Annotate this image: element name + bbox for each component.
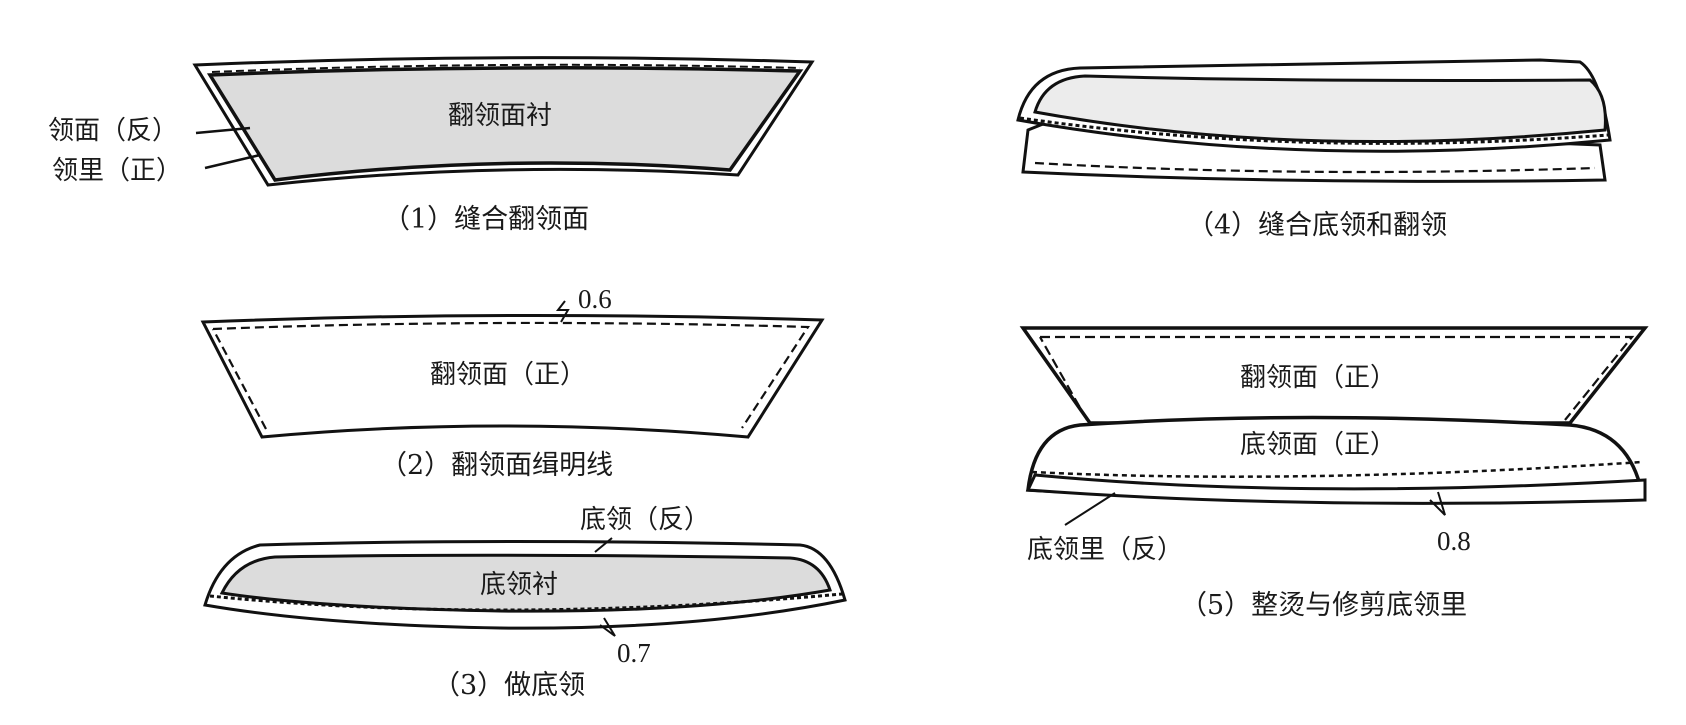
panel-5-stand-stitch [1031,460,1643,478]
panel-5-measure-leader [1429,491,1446,516]
panel-5-under-stand [1025,473,1647,505]
panel-2-center-label: 翻领面（正） [430,360,587,390]
panel-3-callout-line [594,537,613,553]
panel-1-callout-2: 领里（正） [52,156,183,186]
panel-3-stitch-line [209,592,843,612]
panel-2-topstitch [212,321,810,430]
panel-5-callout: 底领里（反） [1027,535,1184,565]
panel-4-drawing [1016,58,1612,183]
panel-5-measure: 0.8 [1437,526,1471,556]
panel-5-center-label: 底领面（正） [1240,430,1397,460]
panel-3-caption: （3）做底领 [433,670,586,701]
panel-5-top-collar [1019,326,1649,425]
panel-2-measure: 0.6 [578,284,612,314]
panel-1-callout-1: 领面（反） [48,116,179,146]
panel-2-caption: （2）翻领面缉明线 [380,450,614,481]
panel-1-center-label: 翻领面衬 [448,101,553,131]
panel-4-interlining [1033,74,1607,144]
panel-2-drawing [200,300,825,439]
panel-2-measure-leader [555,300,570,323]
panel-4-caption: （4）缝合底领和翻领 [1187,210,1448,241]
panel-5-top-collar-stitch [1039,335,1635,421]
panel-3-center-label: 底领衬 [480,570,559,600]
panel-4-stitch-line [1019,116,1609,145]
panel-3-callout: 底领（反） [580,505,711,535]
panel-1-callout-line-2 [204,153,261,170]
panel-5-drawing [1019,326,1649,526]
panel-5-caption: （5）整烫与修剪底领里 [1180,590,1468,621]
panel-4-under-collar-stitch [1034,161,1596,174]
panel-1-drawing [192,56,815,187]
panel-2-collar-outline [200,313,825,439]
panel-1-interlining [206,66,804,182]
panel-1-stitch-line [211,63,801,73]
panel-3-measure-leader [599,617,616,637]
panel-5-upper-label: 翻领面（正） [1240,363,1397,393]
panel-1-caption: （1）缝合翻领面 [383,204,590,235]
panel-3-measure: 0.7 [617,638,651,668]
panel-5-callout-line [1064,492,1116,526]
panel-3-interlining [219,553,832,613]
panel-3-drawing [203,537,847,637]
panel-1-callout-line-1 [195,126,251,135]
